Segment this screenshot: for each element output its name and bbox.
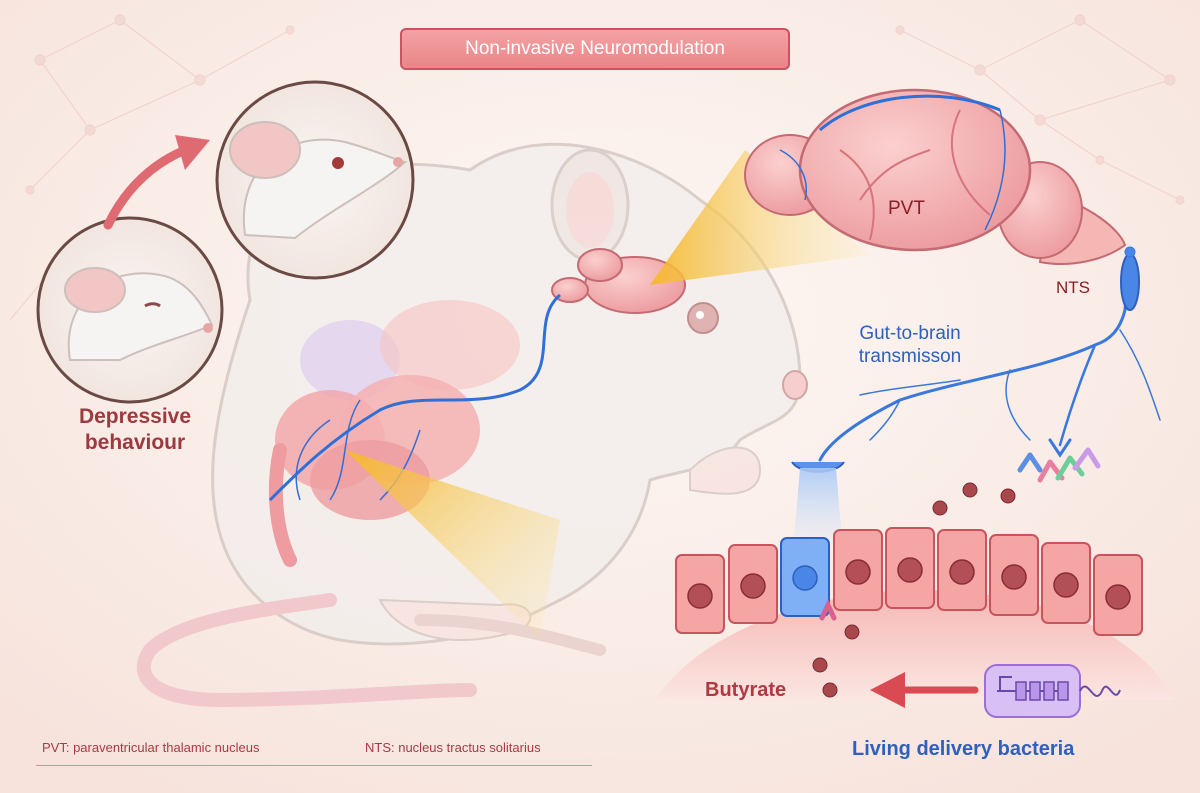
footnote-pvt: PVT: paraventricular thalamic nucleus bbox=[42, 740, 260, 755]
mouse-tail bbox=[137, 593, 477, 708]
signal-beam bbox=[794, 468, 842, 540]
arrow-up-icon bbox=[103, 135, 210, 230]
vagal-neuron bbox=[818, 246, 1161, 462]
footnote-nts: NTS: nucleus tractus solitarius bbox=[365, 740, 541, 755]
arrow-left-icon bbox=[870, 672, 979, 708]
gut-label-line1: Gut-to-brain bbox=[859, 323, 961, 344]
bacterium bbox=[984, 664, 1121, 718]
promoter-arrow-icon bbox=[999, 676, 1012, 691]
title-banner: Non-invasive Neuromodulation bbox=[400, 28, 790, 70]
depressive-label-line1: Depressive bbox=[78, 405, 192, 428]
vagus-nerve bbox=[268, 293, 562, 502]
butyrate-particles-upper bbox=[932, 482, 1016, 516]
gut-label-line2: transmisson bbox=[858, 346, 962, 367]
flagellum bbox=[1079, 685, 1121, 698]
network-pattern bbox=[9, 14, 1185, 321]
receptors bbox=[1017, 438, 1101, 483]
brain-light-beam bbox=[650, 150, 870, 285]
depressive-behaviour-label: Depressive behaviour bbox=[60, 404, 210, 456]
nts-label: NTS bbox=[1056, 278, 1090, 297]
mouse-head-healthy bbox=[215, 80, 415, 280]
depressive-label-line2: behaviour bbox=[84, 431, 186, 454]
butyrate-particles-lower bbox=[812, 624, 860, 698]
gut-light-beam bbox=[345, 450, 560, 640]
mouse-head-depressed bbox=[36, 216, 224, 404]
brain-zoom bbox=[744, 88, 1127, 265]
pvt-label: PVT bbox=[888, 198, 925, 219]
butyrate-label: Butyrate bbox=[705, 679, 787, 701]
gut-to-brain-label: Gut-to-brain transmisson bbox=[830, 322, 990, 368]
footnote-divider bbox=[36, 765, 592, 766]
living-delivery-bacteria-label: Living delivery bacteria bbox=[852, 738, 1075, 760]
gut-organs bbox=[268, 300, 520, 567]
